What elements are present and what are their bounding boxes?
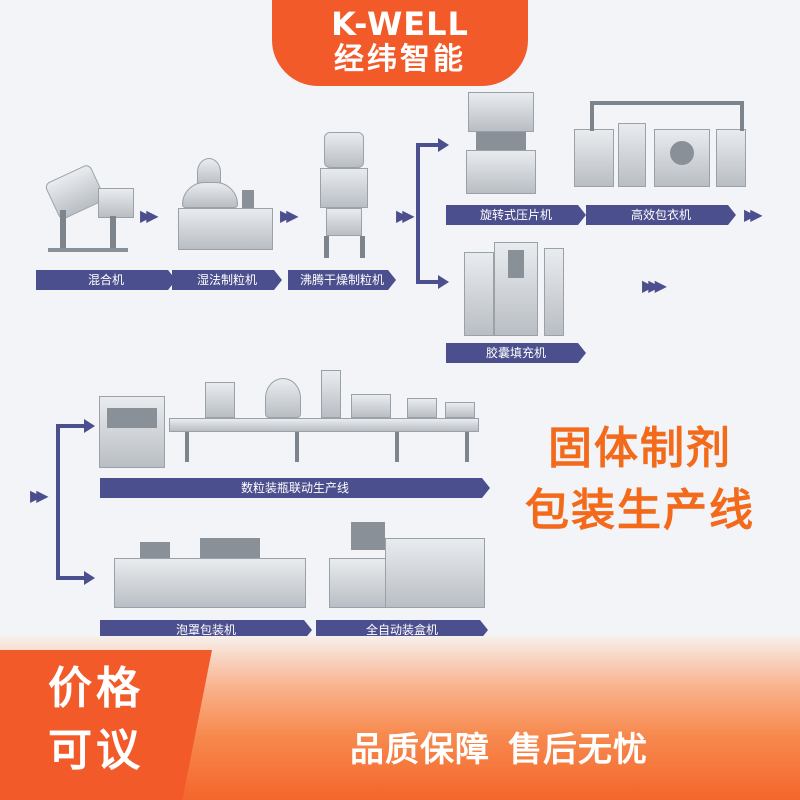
- flow-arrow-3: ▶▶: [396, 206, 414, 225]
- slogan-service: 售后无忧: [508, 730, 648, 770]
- flow-arrow-4: ▶▶: [744, 205, 762, 224]
- title-line-1: 固体制剂: [548, 423, 732, 474]
- bottling-line-image: [95, 368, 485, 472]
- label-blister-packer: 泡罩包装机: [100, 620, 312, 640]
- label-bottling-line: 数粒装瓶联动生产线: [100, 478, 490, 498]
- label-cartoner: 全自动装盒机: [316, 620, 488, 640]
- coater-image: [570, 95, 750, 195]
- product-line-title: 固体制剂 包装生产线: [505, 418, 775, 542]
- rotary-press-image: [460, 88, 540, 198]
- label-mixer: 混合机: [36, 270, 176, 290]
- flow-arrow-1: ▶▶: [140, 206, 158, 225]
- bottom-branch-top-arrowhead: [84, 419, 95, 433]
- label-fluid-bed-dryer: 沸腾干燥制粒机: [288, 270, 396, 290]
- flow-arrow-5: ▶▶▶: [642, 276, 667, 295]
- fluid-bed-dryer-image: [310, 128, 380, 263]
- flow-arrow-6: ▶▶: [30, 486, 48, 505]
- label-capsule-filler: 胶囊填充机: [446, 343, 586, 363]
- price-line-2: 可议: [48, 725, 144, 776]
- label-wet-granulator: 湿法制粒机: [172, 270, 282, 290]
- bottom-branch-bottom: [56, 576, 86, 580]
- capsule-filler-image: [460, 238, 570, 340]
- blister-packer-image: [110, 528, 310, 612]
- price-line-1: 价格: [48, 663, 144, 714]
- bottom-branch-top: [56, 424, 86, 428]
- brand-name-cn: 经纬智能: [334, 42, 466, 77]
- price-badge: [0, 650, 212, 800]
- slogan-quality: 品质保障: [350, 730, 490, 770]
- wet-granulator-image: [172, 150, 277, 260]
- branch-top-arrowhead: [438, 138, 449, 152]
- label-rotary-press: 旋转式压片机: [446, 205, 586, 225]
- brand-header: K-WELL 经纬智能: [272, 0, 528, 86]
- branch-bottom-arrowhead: [438, 275, 449, 289]
- flow-arrow-2: ▶▶: [280, 206, 298, 225]
- branch-bottom: [416, 280, 442, 284]
- slogan: 品质保障售后无忧: [350, 722, 666, 771]
- brand-name-en: K-WELL: [331, 5, 469, 43]
- price-text: 价格 可议: [48, 658, 144, 782]
- label-coater: 高效包衣机: [586, 205, 736, 225]
- bottom-branch-connector: [56, 424, 60, 580]
- branch-top: [416, 143, 442, 147]
- mixer-image: [40, 160, 140, 260]
- title-line-2: 包装生产线: [525, 485, 755, 536]
- cartoner-image: [325, 518, 490, 612]
- bottom-branch-bottom-arrowhead: [84, 571, 95, 585]
- branch-connector: [416, 143, 420, 284]
